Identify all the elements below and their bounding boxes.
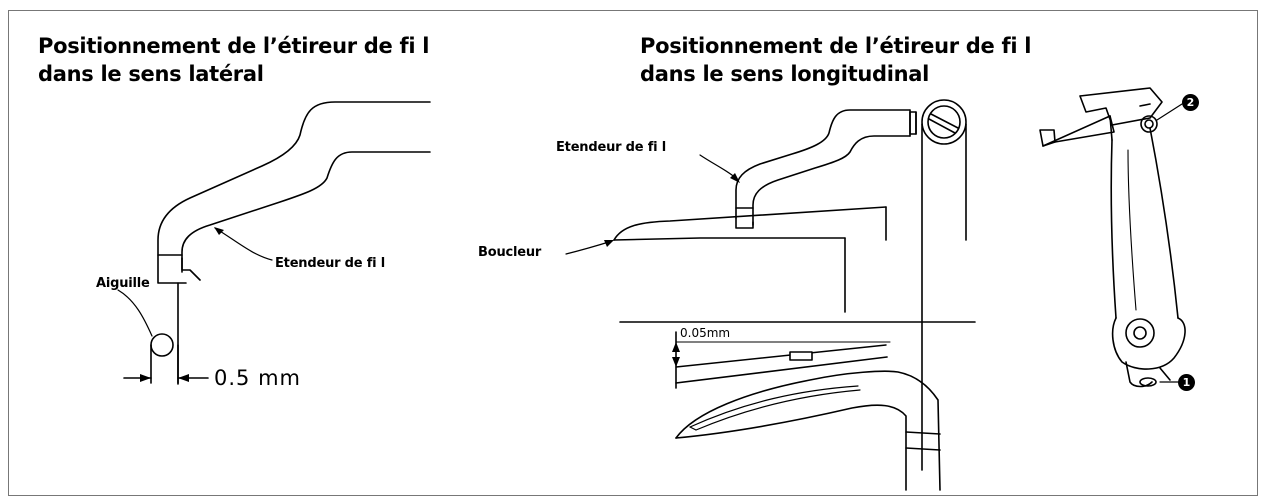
right-title-line2: dans le sens longitudinal (640, 62, 930, 86)
right-looper-lower (675, 370, 941, 491)
right-title: Positionnement de l’étireur de fi l dans… (640, 32, 1031, 88)
left-dimension-label: 0.5 mm (214, 366, 301, 390)
label-looper: Boucleur (478, 245, 542, 260)
left-thread-guide-drawing (157, 101, 431, 385)
right-screw-post (921, 99, 967, 471)
left-leaders (117, 227, 273, 337)
left-title: Positionnement de l’étireur de fi l dans… (38, 32, 429, 88)
left-needle (150, 333, 179, 384)
label-needle: Aiguille (96, 276, 150, 291)
right-title-line1: Positionnement de l’étireur de fi l (640, 34, 1032, 58)
right-looper-upper (613, 206, 976, 323)
callout-1: 1 (1178, 374, 1195, 391)
label-right-thread-guide: Etendeur de fi l (556, 140, 667, 155)
label-left-thread-guide: Etendeur de fi l (275, 256, 386, 271)
right-lower-detail (672, 331, 891, 389)
diagram-frame (8, 10, 1258, 496)
right-dimension-label: 0.05mm (680, 326, 731, 340)
left-dimension-arrows (123, 374, 209, 382)
left-title-line1: Positionnement de l’étireur de fi l (38, 34, 430, 58)
right-leaders (565, 154, 740, 255)
left-title-line2: dans le sens latéral (38, 62, 264, 86)
thread-guide-part-drawing (1039, 87, 1186, 388)
part-callout-leaders (1156, 103, 1183, 383)
right-arm-drawing (735, 109, 917, 229)
callout-2: 2 (1182, 94, 1199, 111)
